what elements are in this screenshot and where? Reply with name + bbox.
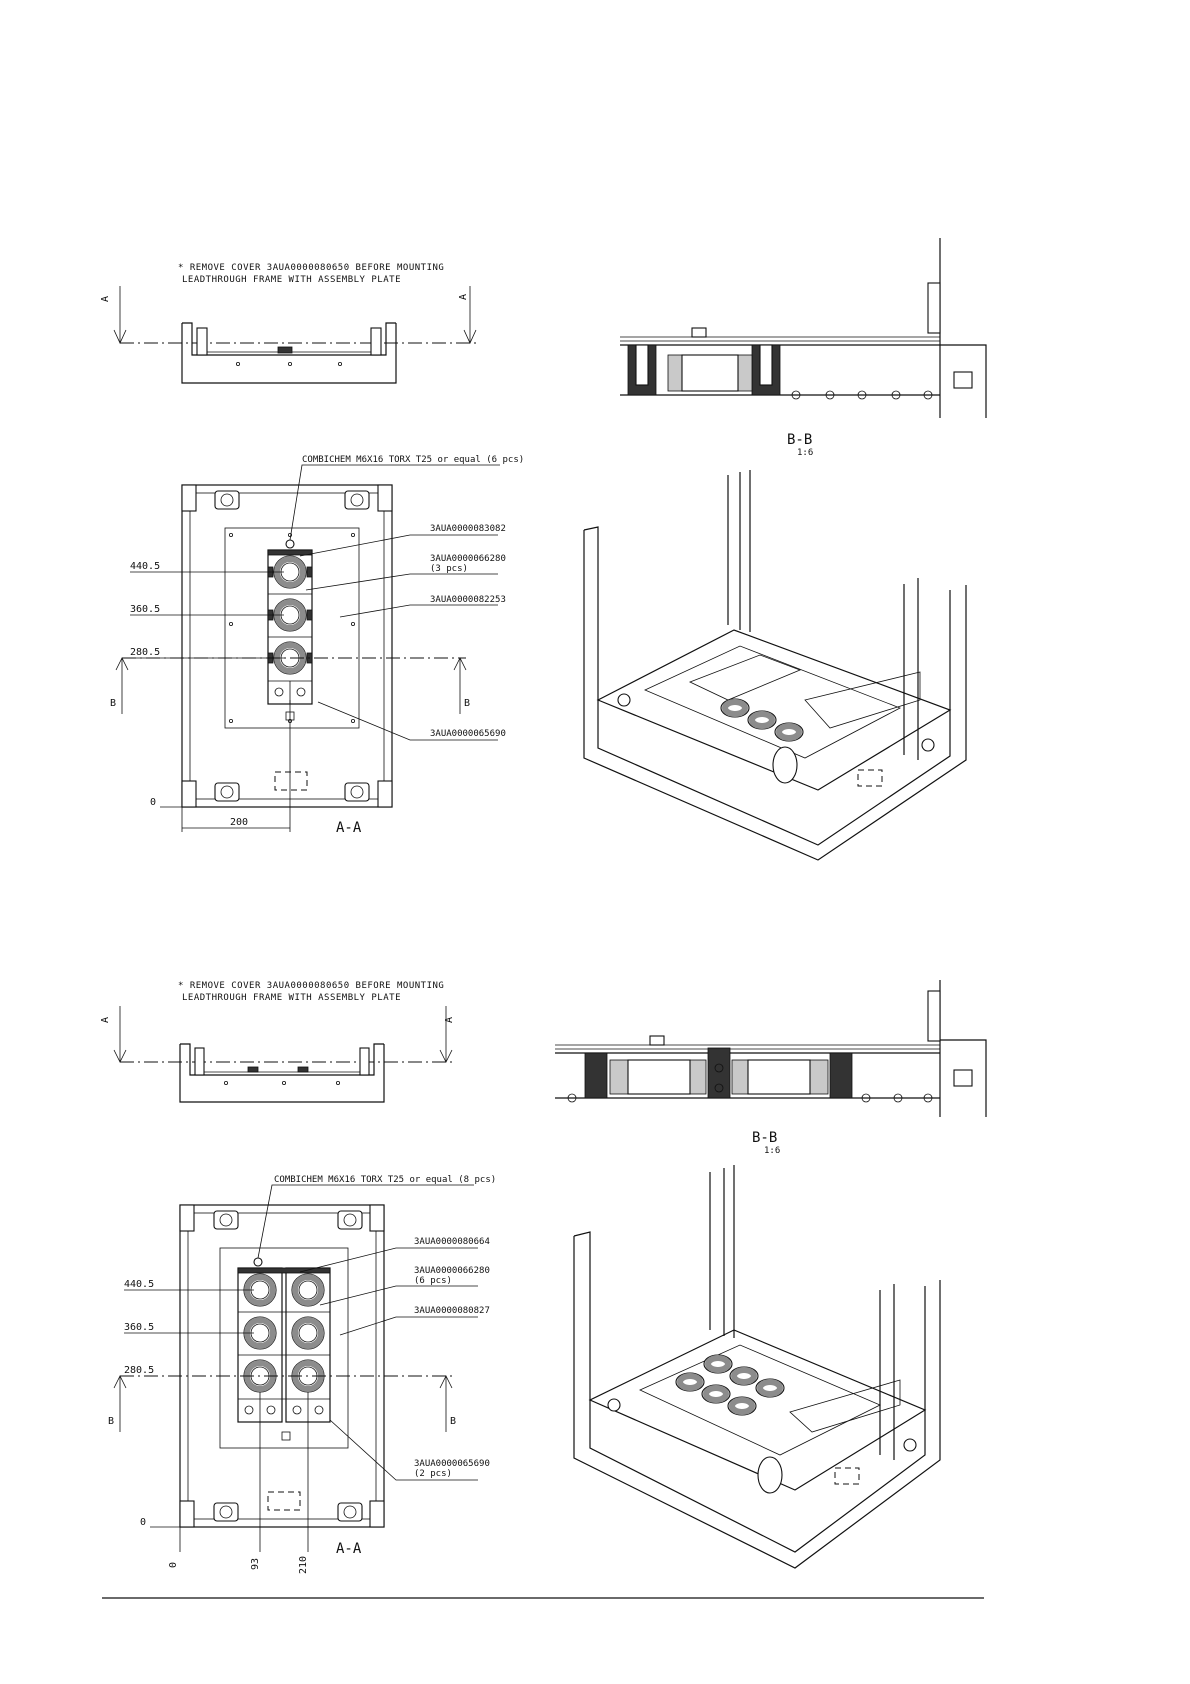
top-ref-3: 3AUA0000082253: [430, 595, 506, 605]
top-note-line2: LEADTHROUGH FRAME WITH ASSEMBLY PLATE: [182, 275, 401, 285]
bottom-screw-callout: COMBICHEM M6X16 TORX T25 or equal (8 pcs…: [274, 1175, 496, 1185]
bottom-dim-zero: 0: [140, 1517, 146, 1528]
top-ref-1: 3AUA0000083082: [430, 524, 506, 534]
bottom-view-bb-scale: 1:6: [764, 1146, 780, 1156]
bottom-section-b-label-left: B: [108, 1416, 114, 1427]
bottom-note-line2: LEADTHROUGH FRAME WITH ASSEMBLY PLATE: [182, 993, 401, 1003]
bottom-plan-view: B B COMBICHEM M6X16 TORX T25 or equal (8…: [108, 1175, 496, 1574]
bottom-vdim-3: 210: [298, 1556, 309, 1574]
bottom-vdim-1: 0: [168, 1562, 179, 1568]
top-dim-1: 440.5: [130, 561, 160, 572]
top-section-b-label-right: B: [464, 698, 470, 709]
bottom-isometric-view: [573, 1165, 941, 1569]
top-section-bb: B-B 1:6: [620, 238, 987, 458]
top-screw-callout: COMBICHEM M6X16 TORX T25 or equal (6 pcs…: [302, 455, 524, 465]
bottom-ref-4-qty: (2 pcs): [414, 1469, 452, 1479]
bottom-dim-3: 280.5: [124, 1365, 154, 1376]
bottom-section-bb: B-B 1:6: [555, 980, 987, 1156]
top-note-line1: * REMOVE COVER 3AUA0000080650 BEFORE MOU…: [178, 263, 444, 273]
bottom-ref-2-qty: (6 pcs): [414, 1276, 452, 1286]
bottom-ref-2: 3AUA0000066280: [414, 1266, 490, 1276]
top-section-view: A A: [100, 286, 478, 384]
bottom-section-view: A A: [100, 1006, 455, 1103]
bottom-ref-3: 3AUA0000080827: [414, 1306, 490, 1316]
bottom-dim-2: 360.5: [124, 1322, 154, 1333]
bottom-cut-label-right: A: [444, 1017, 455, 1023]
top-dim-2: 360.5: [130, 604, 160, 615]
top-drawing-set: * REMOVE COVER 3AUA0000080650 BEFORE MOU…: [100, 238, 987, 861]
bottom-ref-1: 3AUA0000080664: [414, 1237, 490, 1247]
top-dim-3: 280.5: [130, 647, 160, 658]
top-section-b-label-left: B: [110, 698, 116, 709]
top-isometric-view: [583, 470, 967, 861]
top-view-bb: B-B: [787, 432, 812, 448]
top-dim-width: 200: [230, 817, 248, 828]
top-ref-4: 3AUA0000065690: [430, 729, 506, 739]
bottom-drawing-set: * REMOVE COVER 3AUA0000080650 BEFORE MOU…: [100, 980, 987, 1574]
top-cut-label-left: A: [100, 296, 111, 302]
bottom-view-bb: B-B: [752, 1130, 777, 1146]
bottom-vdim-2: 93: [250, 1558, 261, 1570]
bottom-ref-4: 3AUA0000065690: [414, 1459, 490, 1469]
bottom-view-aa: A-A: [336, 1541, 362, 1557]
top-ref-2: 3AUA0000066280: [430, 554, 506, 564]
top-dim-zero: 0: [150, 797, 156, 808]
top-ref-2-qty: (3 pcs): [430, 564, 468, 574]
top-plan-view: B B COMBICHEM M6X16 TORX T25 or equal (6…: [110, 455, 524, 836]
top-view-bb-scale: 1:6: [797, 448, 813, 458]
bottom-section-b-label-right: B: [450, 1416, 456, 1427]
bottom-cut-label-left: A: [100, 1017, 111, 1023]
bottom-note-line1: * REMOVE COVER 3AUA0000080650 BEFORE MOU…: [178, 981, 444, 991]
bottom-dim-1: 440.5: [124, 1279, 154, 1290]
top-view-aa: A-A: [336, 820, 362, 836]
top-cut-label-right: A: [458, 294, 469, 300]
